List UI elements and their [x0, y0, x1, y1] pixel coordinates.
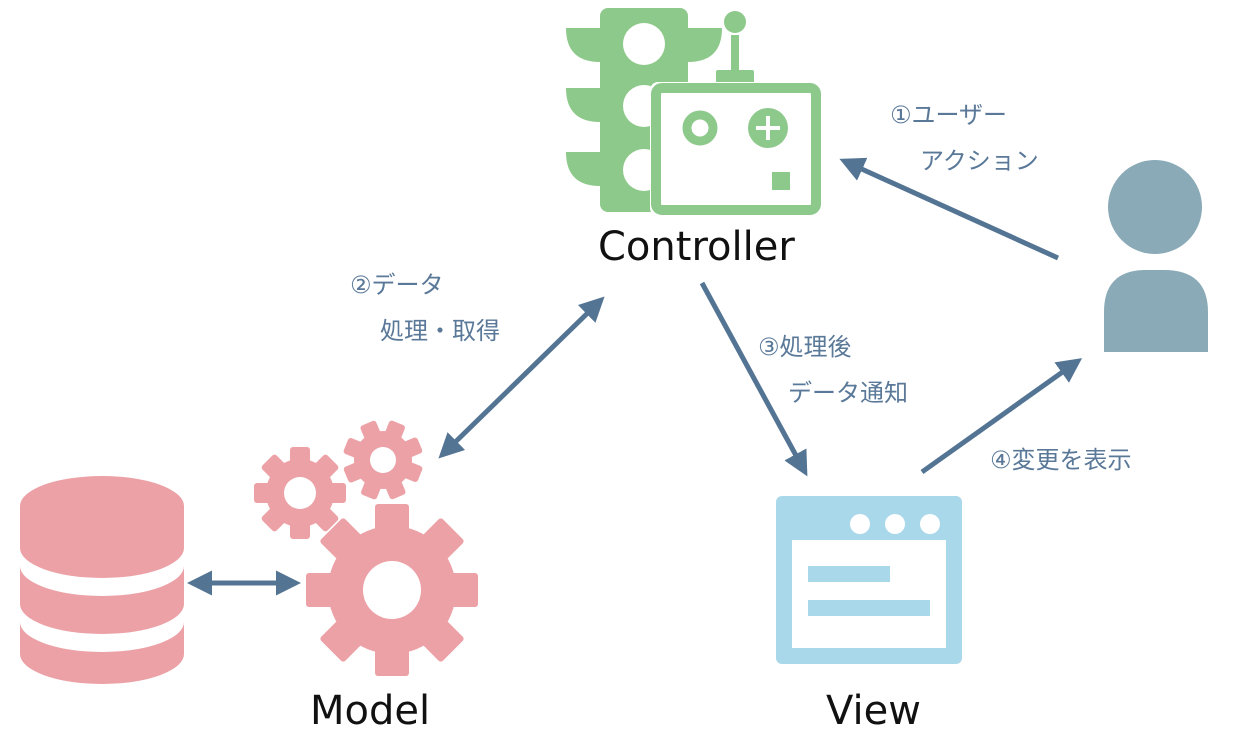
step-display-line-1: ④変更を表示 — [990, 446, 1132, 474]
arrow-user-to-controller — [839, 157, 1060, 261]
remote-control-icon — [650, 11, 822, 216]
step-display-label: ④変更を表示 — [990, 437, 1132, 483]
gear-tooth — [402, 461, 423, 482]
gear-large-icon — [306, 504, 478, 676]
user-icon — [1104, 160, 1208, 352]
browser-window-icon — [776, 496, 962, 664]
gear-tooth — [384, 420, 405, 441]
step-user-action-line-2: アクション — [920, 147, 1039, 175]
gear-tooth — [343, 438, 364, 459]
arrows — [187, 157, 1083, 596]
controller-label: Controller — [598, 224, 795, 270]
step-user-action-line-1: ①ユーザー — [890, 101, 1008, 129]
gear-tooth — [254, 483, 272, 503]
arrow-controller-model — [438, 296, 605, 459]
gear-tooth — [422, 620, 464, 662]
gear-tooth — [385, 478, 406, 500]
gear-tooth — [306, 573, 334, 607]
database-icon — [20, 476, 184, 684]
gear-tooth — [450, 573, 478, 607]
view-label: View — [826, 688, 921, 734]
gear-tooth — [328, 483, 346, 503]
step-notify-line-2: データ通知 — [788, 379, 908, 407]
gear-tooth — [261, 506, 287, 532]
step-data-processing-line-2: 処理・取得 — [380, 317, 500, 345]
gear-tooth — [401, 437, 423, 458]
step-notify-label: ③処理後 データ通知 — [758, 324, 908, 416]
gear-tooth — [375, 648, 409, 676]
gear-tooth — [261, 454, 287, 480]
gear-tooth — [375, 504, 409, 532]
step-user-action-label: ①ユーザー アクション — [890, 92, 1039, 184]
gear-tooth — [313, 506, 339, 532]
model-label: Model — [310, 688, 431, 734]
gear-tooth — [290, 447, 310, 465]
gear-tooth — [320, 620, 362, 662]
gear-small-icon — [254, 447, 346, 539]
gear-tooth — [361, 479, 382, 500]
step-data-processing-line-1: ②データ — [350, 271, 444, 299]
step-notify-line-1: ③処理後 — [758, 333, 852, 361]
step-data-processing-label: ②データ 処理・取得 — [350, 262, 500, 354]
gear-tooth — [422, 518, 464, 560]
gear-tooth — [313, 454, 339, 480]
arrow-view-to-user — [920, 358, 1083, 475]
gear-tooth — [360, 420, 381, 442]
gear-small-icon — [343, 420, 423, 500]
gears-icon — [254, 420, 478, 676]
arrow-controller-to-view — [699, 281, 808, 477]
gear-tooth — [343, 462, 365, 483]
gear-tooth — [320, 518, 362, 560]
gear-tooth — [290, 521, 310, 539]
